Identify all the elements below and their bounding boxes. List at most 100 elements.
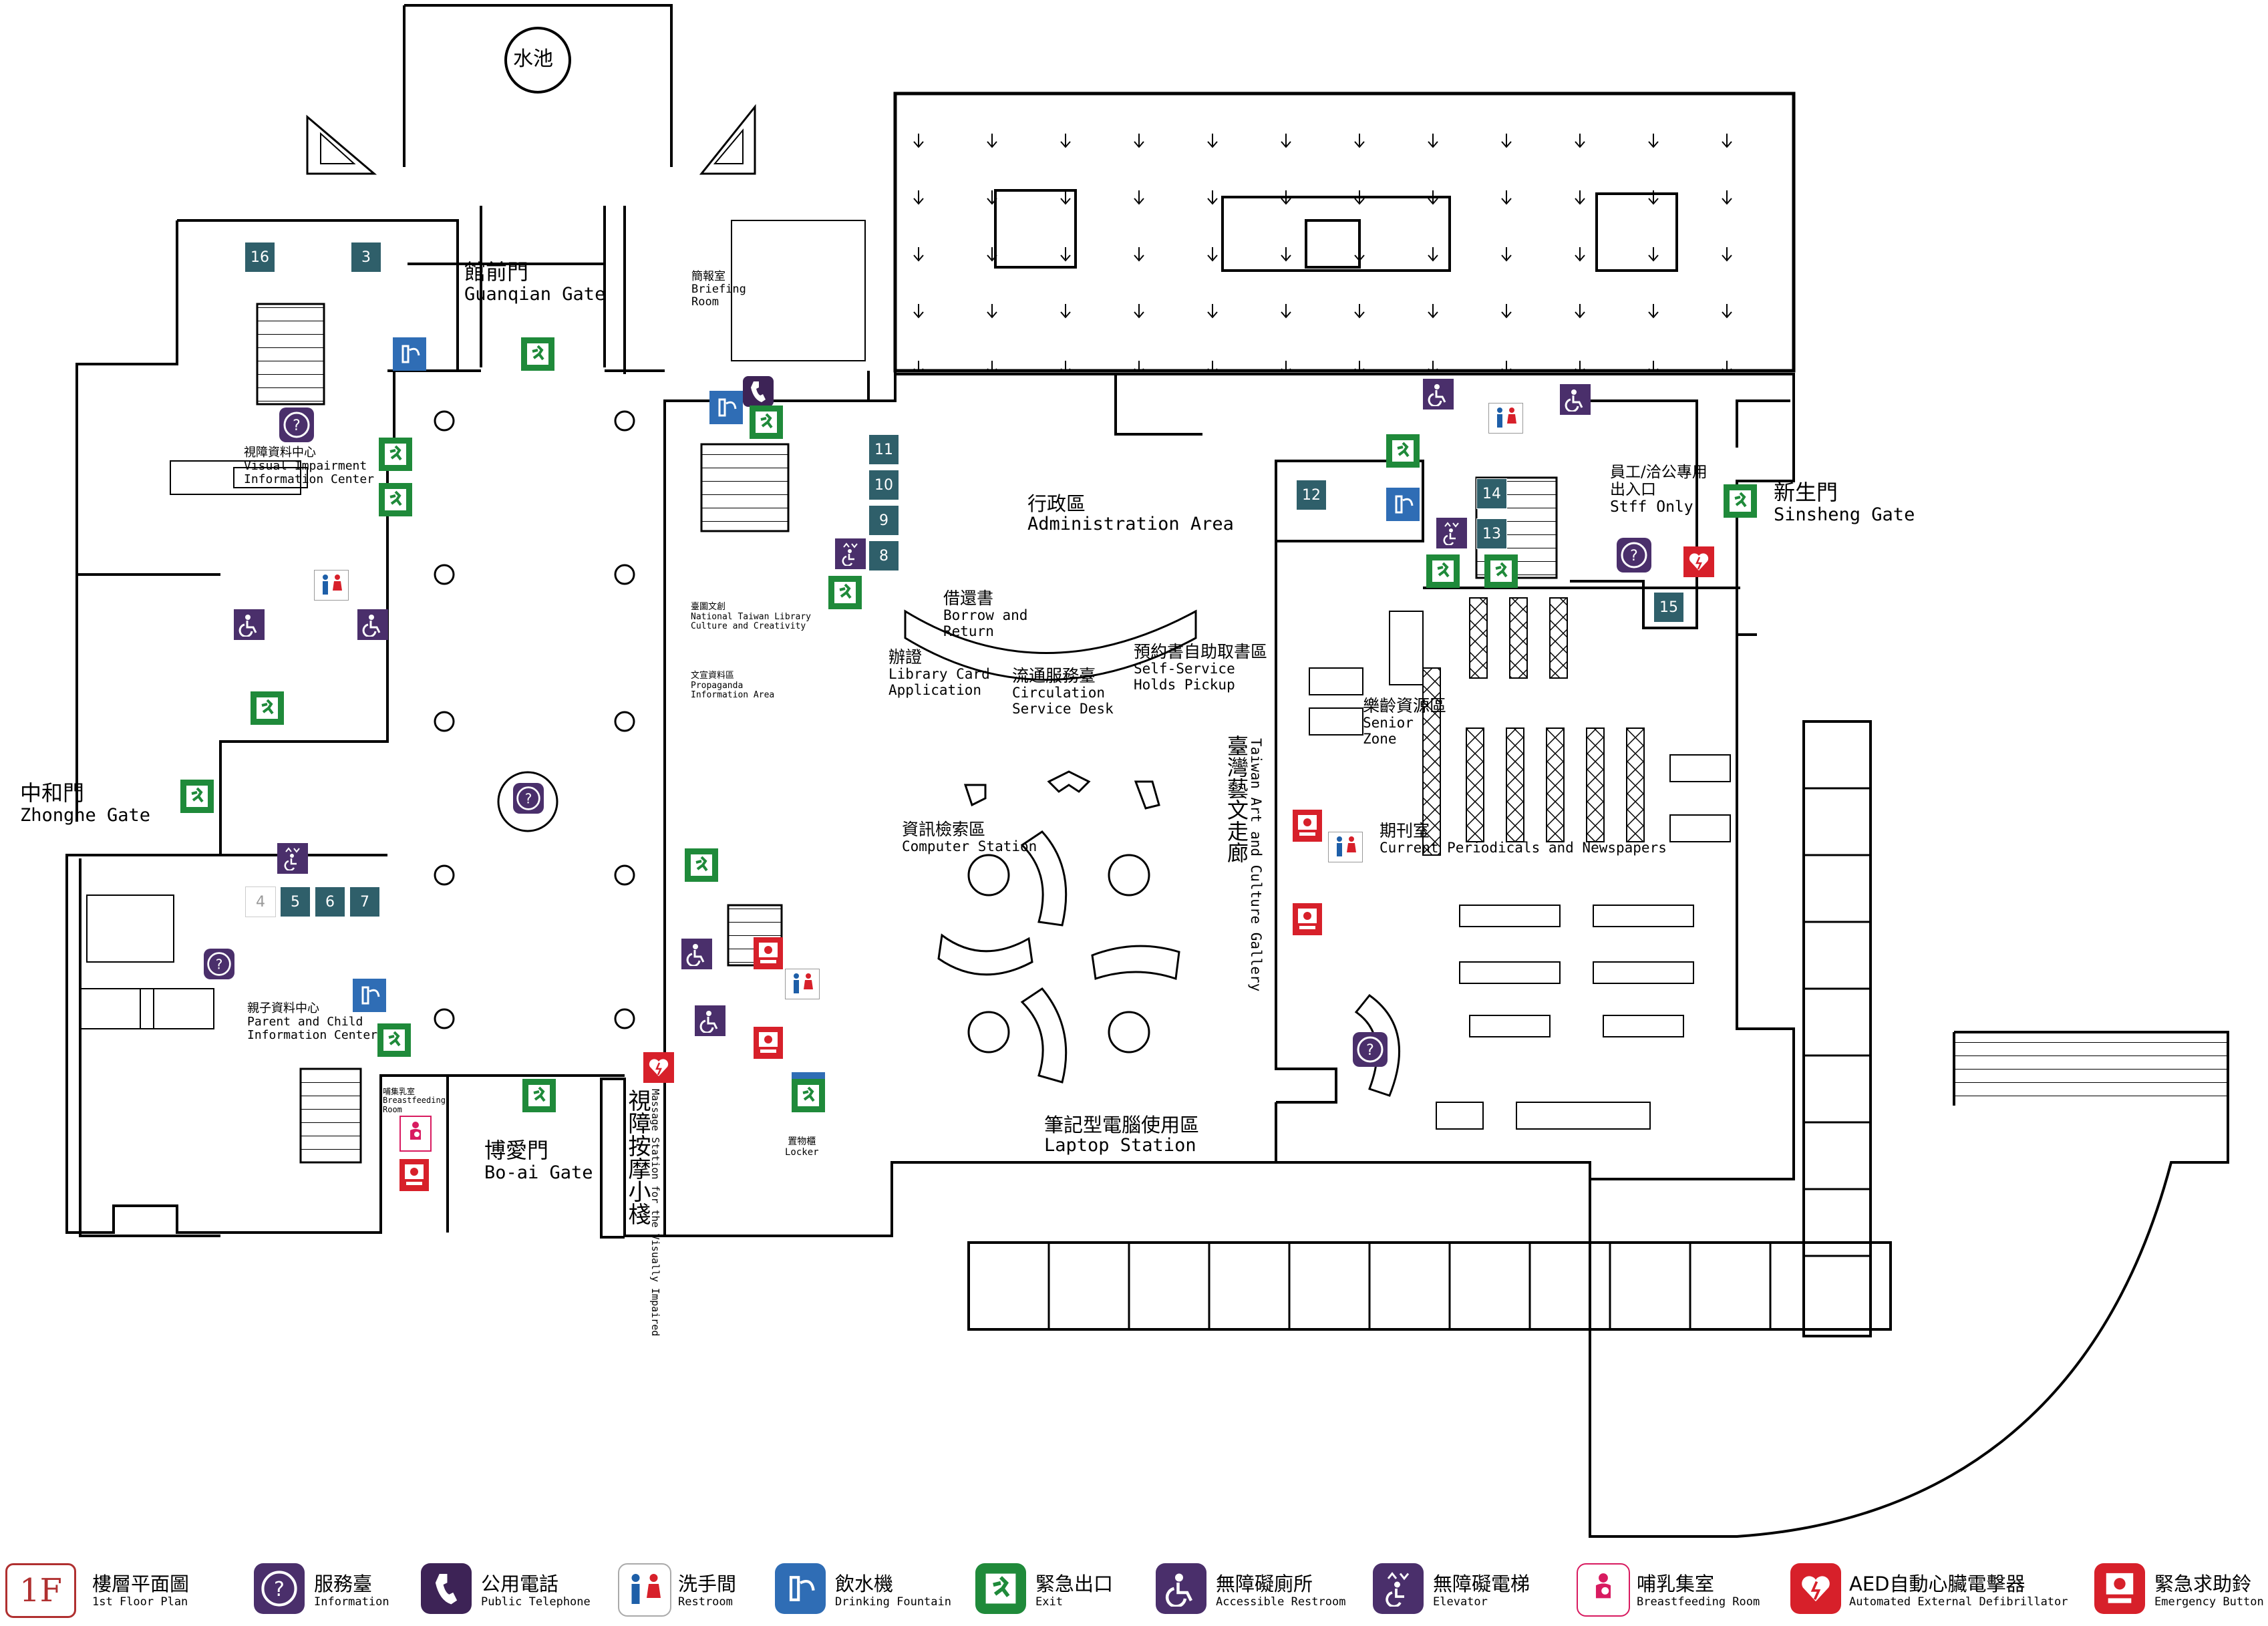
elevator-icon (1373, 1563, 1424, 1614)
borrow-return-zh: 借還書 (943, 589, 994, 608)
information-icon: ? (204, 949, 234, 979)
briefing-room-label: 簡報室 Briefing Room (691, 270, 746, 309)
legend-item: 公用電話 Public Telephone (421, 1563, 591, 1617)
pond-label: 水池 (513, 47, 553, 71)
breastfeeding-room-en2: Room (383, 1104, 402, 1114)
propaganda-area-en1: Propaganda (691, 680, 744, 691)
locker-label: 置物櫃 Locker (785, 1136, 819, 1158)
laptop-station-label: 筆記型電腦使用區 Laptop Station (1044, 1114, 1199, 1156)
exit-icon (1724, 484, 1757, 518)
aed-icon (1683, 546, 1714, 577)
emergency-button-icon (754, 937, 783, 969)
room-number: 14 (1476, 478, 1507, 509)
legend-label-en: Breastfeeding Room (1637, 1595, 1760, 1609)
legend-label-zh: 緊急出口 (1035, 1573, 1114, 1595)
svg-text:?: ? (293, 418, 301, 434)
parent-child-label: 親子資料中心 Parent and Child Information Cent… (247, 1001, 377, 1042)
circulation-desk-label: 流通服務臺 Circulation Service Desk (1012, 667, 1114, 717)
aed-icon (1790, 1563, 1841, 1614)
library-card-zh: 辦證 (888, 647, 923, 667)
senior-zone-label: 樂齡資源區 Senior Zone (1363, 697, 1446, 747)
accessible-restroom-icon (681, 939, 712, 969)
breastfeeding-room-label: 哺集乳室 Breastfeeding Room (383, 1087, 446, 1114)
library-card-label: 辦證 Library Card Application (888, 648, 990, 698)
exit-icon (377, 1023, 411, 1057)
holds-pickup-zh: 預約書自助取書區 (1134, 642, 1268, 661)
senior-zone-en2: Zone (1363, 730, 1397, 747)
computer-station-zh: 資訊檢索區 (902, 820, 986, 839)
legend-label-zh: 服務臺 (314, 1573, 373, 1595)
guanqian-gate-en: Guanqian Gate (464, 283, 606, 305)
room-number: 6 (315, 886, 345, 917)
legend-label-en: Public Telephone (481, 1595, 591, 1609)
legend-floor: 1F 樓層平面圖 1st Floor Plan (5, 1563, 219, 1618)
elevator-icon (1436, 518, 1467, 548)
visual-impairment-label: 視障資料中心 Visual Impairment Information Cen… (244, 446, 374, 486)
room-number: 7 (349, 886, 380, 917)
zhonghe-gate-zh: 中和門 (20, 780, 85, 806)
legend-item: AED自動心臟電擊器 Automated External Defibrilla… (1790, 1563, 2091, 1617)
staff-entrance-zh1: 員工/洽公專用 (1610, 464, 1708, 481)
svg-text:?: ? (1366, 1042, 1374, 1059)
propaganda-area-zh: 文宣資料區 (691, 671, 735, 681)
propaganda-area-label: 文宣資料區 Propaganda Information Area (691, 671, 774, 701)
breastfeeding-room-zh: 哺集乳室 (383, 1087, 416, 1096)
legend: 1F 樓層平面圖 1st Floor Plan ? 服務臺 Informatio… (0, 1550, 2268, 1626)
drinking-fountain-icon (393, 337, 426, 371)
drinking-fountain-icon (1386, 488, 1420, 521)
guanqian-gate-label: 館前門 Guanqian Gate (464, 260, 606, 305)
breastfeeding-room-en1: Breastfeeding (383, 1096, 446, 1106)
room-number: 15 (1653, 592, 1684, 623)
drinking-fountain-icon (775, 1563, 826, 1614)
briefing-room-en1: Briefing (691, 283, 746, 297)
borrow-return-label: 借還書 Borrow and Return (943, 589, 1027, 639)
legend-label-en: Automated External Defibrillator (1849, 1595, 2068, 1609)
restroom-icon (1328, 832, 1363, 862)
information-icon: ? (254, 1563, 305, 1614)
ntl-culture-label: 臺圖文創 National Taiwan Library Culture and… (691, 602, 812, 632)
massage-en-label: Massage Station for the Visually Impaire… (649, 1089, 661, 1337)
legend-item: 哺乳集室 Breastfeeding Room (1577, 1563, 1777, 1617)
accessible-restroom-icon (1560, 384, 1591, 415)
zhonghe-gate-label: 中和門 Zhonghe Gate (20, 780, 150, 826)
information-icon: ? (513, 783, 544, 814)
staff-entrance-en: Stff Only (1610, 498, 1693, 516)
briefing-room-zh: 簡報室 (691, 270, 725, 283)
restroom-icon (785, 969, 820, 999)
accessible-restroom-icon (234, 609, 265, 640)
laptop-station-zh: 筆記型電腦使用區 (1044, 1114, 1200, 1136)
accessible-restroom-icon (1423, 379, 1454, 410)
legend-label-en: Emergency Button (2154, 1595, 2264, 1609)
drinking-fountain-icon (709, 391, 743, 424)
staff-entrance-label: 員工/洽公專用 出入口 Stff Only (1610, 464, 1708, 516)
ntl-culture-en1: National Taiwan Library (691, 611, 812, 622)
elevator-icon (277, 843, 308, 874)
room-number: 13 (1476, 518, 1507, 549)
exit-icon (1426, 554, 1460, 588)
visual-impairment-zh: 視障資料中心 (244, 446, 316, 460)
legend-label-en: Accessible Restroom (1216, 1595, 1346, 1609)
visual-impairment-en2: Information Center (244, 472, 375, 487)
floor-badge: 1F (5, 1563, 76, 1618)
room-number: 12 (1296, 480, 1327, 510)
information-icon: ? (279, 408, 314, 442)
exit-icon (792, 1079, 825, 1112)
information-icon: ? (1617, 538, 1651, 573)
admin-area-en: Administration Area (1027, 514, 1234, 535)
room-number: 16 (245, 242, 275, 273)
visual-impairment-en1: Visual Impairment (244, 459, 367, 474)
exit-icon (521, 337, 554, 371)
room-number: 3 (351, 242, 381, 273)
admin-area-label: 行政區 Administration Area (1027, 493, 1234, 535)
propaganda-area-en2: Information Area (691, 690, 775, 701)
senior-zone-zh: 樂齡資源區 (1363, 696, 1447, 715)
legend-item: ? 服務臺 Information (254, 1563, 421, 1617)
legend-floor-zh: 樓層平面圖 (92, 1573, 190, 1595)
gallery-zh-label: 臺灣藝文走廊 (1224, 735, 1249, 863)
exit-icon (685, 848, 718, 882)
accessible-restroom-icon (695, 1005, 725, 1036)
admin-area-zh: 行政區 (1027, 492, 1086, 515)
senior-zone-en1: Senior (1363, 715, 1414, 731)
periodicals-zh: 期刊室 (1380, 821, 1430, 840)
